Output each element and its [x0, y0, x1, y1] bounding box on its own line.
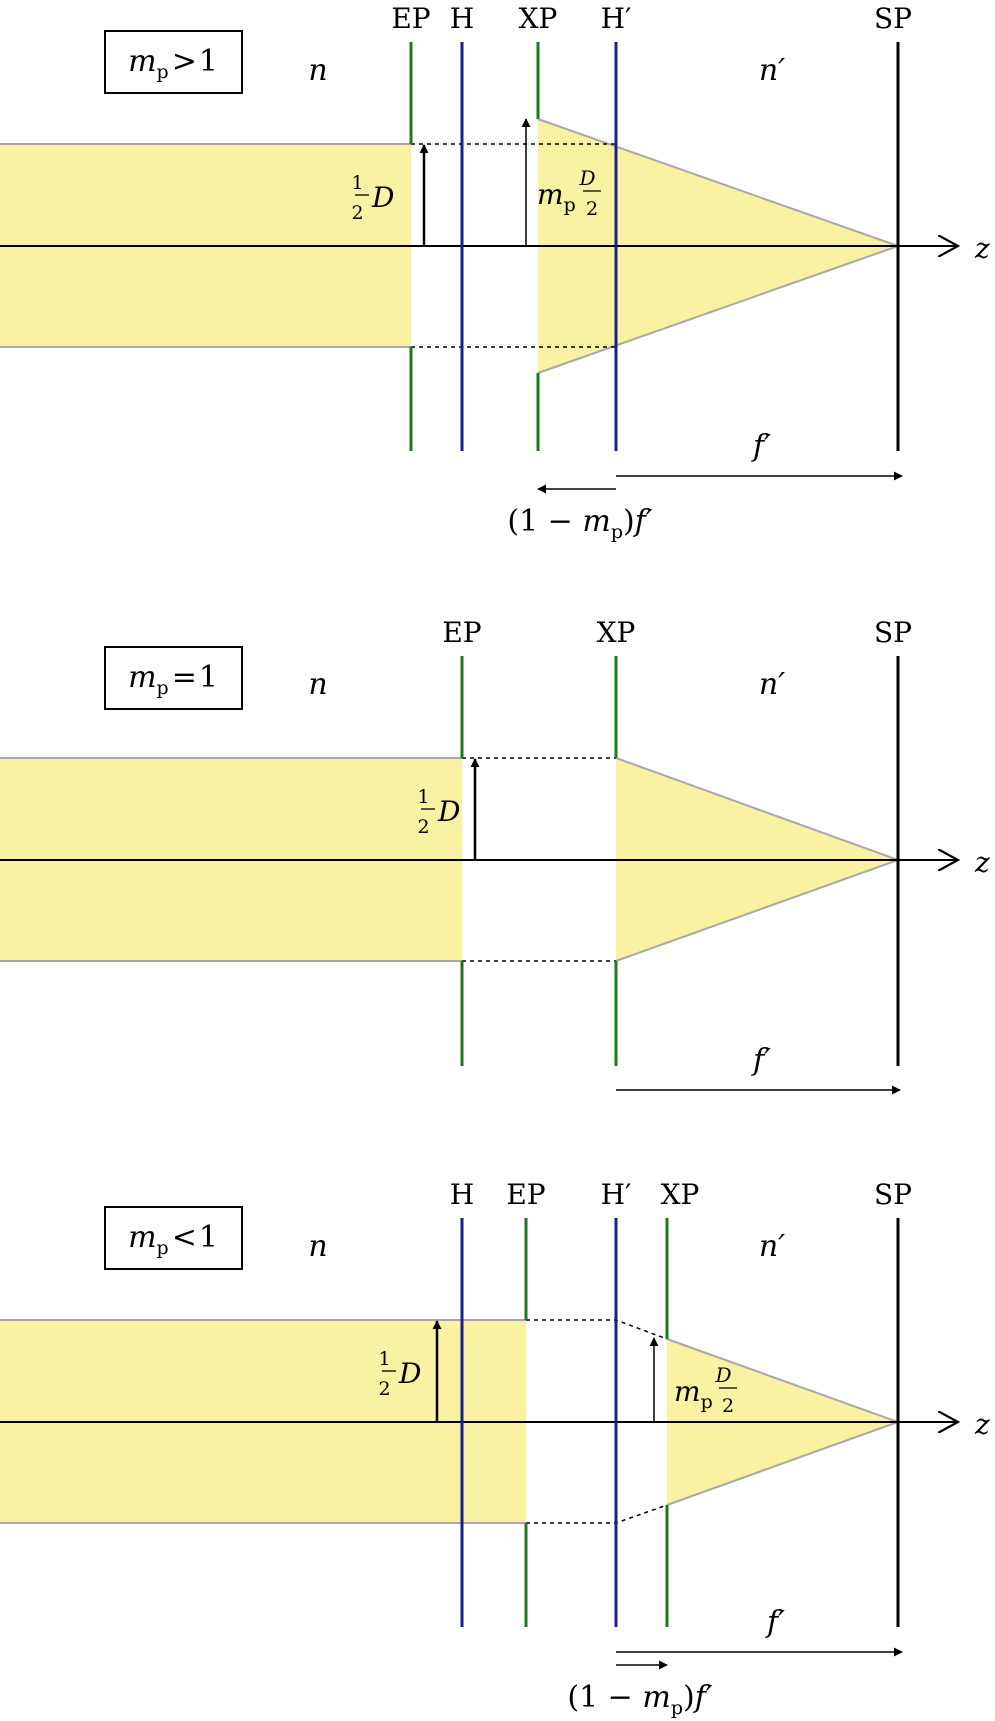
label-xp: XP	[519, 2, 558, 35]
focal-length-label: f′	[751, 1043, 771, 1078]
label-ep: EP	[391, 2, 430, 35]
pupil-shift-label: (1 − mp)f′	[567, 1680, 712, 1719]
label-h: H	[450, 1178, 474, 1211]
axis-label-z: z	[974, 232, 990, 265]
label-h: H	[450, 2, 474, 35]
case-label: mp>1	[128, 44, 218, 83]
label-xp: XP	[597, 616, 636, 649]
label-sp: SP	[874, 1178, 912, 1211]
medium-n: n	[308, 667, 327, 702]
case-label: mp=1	[128, 660, 218, 699]
medium-n-prime: n′	[759, 667, 785, 702]
pupil-shift-label: (1 − mp)f′	[507, 504, 652, 543]
medium-n-prime: n′	[759, 1229, 785, 1264]
exit-half-diameter-label: mp D 2	[537, 159, 604, 220]
focal-length-label: f′	[765, 1605, 785, 1640]
case-label-box	[104, 30, 243, 94]
axis-label-z: z	[974, 846, 990, 879]
panel-mp-less-1: z H EP H′ XP SP mp<1 n n′ 1 2 D mp D 2 f…	[0, 1178, 990, 1719]
dotted-ray-bottom	[526, 1504, 668, 1524]
panel-mp-equal-1: z EP XP SP mp=1 n n′ 1 2 D f′	[0, 616, 990, 1095]
axis-label-z: z	[974, 1408, 990, 1441]
case-label-box	[104, 1206, 243, 1270]
label-sp: SP	[874, 616, 912, 649]
label-ep: EP	[442, 616, 481, 649]
label-ep: EP	[506, 1178, 545, 1211]
entrance-half-diameter-label: 1 2 D	[379, 1339, 422, 1402]
case-label: mp<1	[128, 1220, 218, 1259]
label-h-prime: H′	[601, 2, 632, 35]
entrance-half-diameter-label: 1 2 D	[352, 163, 395, 226]
medium-n: n	[308, 53, 327, 88]
entrance-half-diameter-label: 1 2 D	[418, 777, 461, 840]
case-label-box	[104, 646, 243, 710]
dotted-ray-top	[526, 1319, 668, 1340]
label-h-prime: H′	[601, 1178, 632, 1211]
medium-n-prime: n′	[759, 53, 785, 88]
panel-mp-greater-1: z EP H XP H′ SP mp>1 n n′ 1 2 D mp D	[0, 2, 990, 543]
medium-n: n	[308, 1229, 327, 1264]
exit-half-diameter-label: mp D 2	[674, 1356, 740, 1417]
label-sp: SP	[874, 2, 912, 35]
label-xp: XP	[661, 1178, 700, 1211]
focal-length-label: f′	[751, 429, 771, 464]
